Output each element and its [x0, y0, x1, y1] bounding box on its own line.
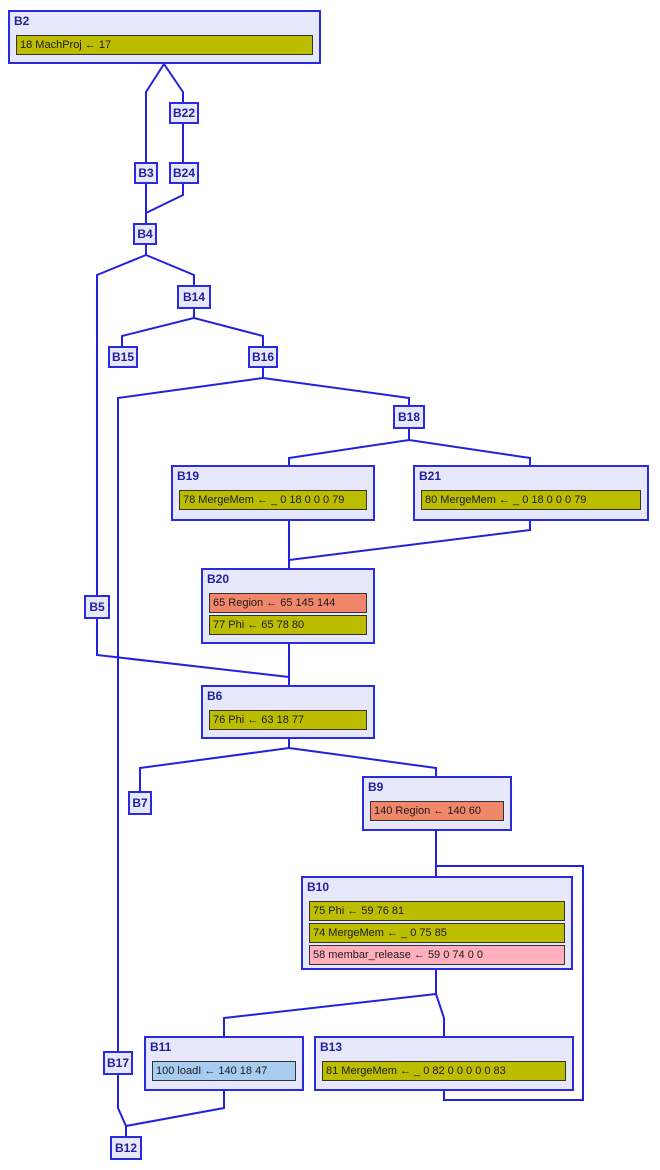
block-label: B10 [307, 880, 330, 894]
edge-b5-b6 [96, 619, 290, 685]
edge-b24-b4 [145, 184, 184, 223]
block-b12[interactable]: B12 [110, 1136, 142, 1160]
ir-node[interactable]: 76 Phi ← 63 18 77 [209, 710, 367, 730]
block-b5[interactable]: B5 [84, 595, 110, 619]
block-b6[interactable]: B6 76 Phi ← 63 18 77 [201, 685, 375, 739]
ir-node[interactable]: 140 Region ← 140 60 [370, 801, 504, 821]
block-b7[interactable]: B7 [128, 791, 152, 815]
ir-node[interactable]: 65 Region ← 65 145 144 [209, 593, 367, 613]
block-label: B22 [172, 106, 195, 120]
block-label: B18 [397, 410, 420, 424]
block-label: B20 [207, 572, 230, 586]
edge-b4-b5 [96, 245, 147, 595]
edge-b10-b11 [223, 970, 437, 1036]
block-label: B16 [251, 350, 274, 364]
block-b17[interactable]: B17 [103, 1051, 133, 1075]
edge-b14-b15 [121, 309, 195, 346]
ir-node[interactable]: 81 MergeMem ← _ 0 82 0 0 0 0 0 83 [322, 1061, 566, 1081]
block-label: B17 [106, 1056, 129, 1070]
ir-node[interactable]: 75 Phi ← 59 76 81 [309, 901, 565, 921]
block-b15[interactable]: B15 [108, 346, 138, 368]
edge-b18-b21 [408, 429, 531, 465]
ir-node[interactable]: 58 membar_release ← 59 0 74 0 0 [309, 945, 565, 965]
block-b19[interactable]: B19 78 MergeMem ← _ 0 18 0 0 0 79 [171, 465, 375, 521]
block-label: B3 [138, 166, 154, 180]
block-b18[interactable]: B18 [393, 405, 425, 429]
block-label: B24 [172, 166, 195, 180]
block-label: B12 [114, 1141, 137, 1155]
block-label: B2 [14, 14, 30, 28]
edge-b10-b13 [435, 970, 445, 1036]
block-label: B4 [137, 227, 153, 241]
edge-b18-b19 [288, 429, 410, 465]
block-b24[interactable]: B24 [169, 162, 199, 184]
edge-b4-b14 [145, 245, 195, 285]
ir-node[interactable]: 18 MachProj ← 17 [16, 35, 313, 55]
edge-b11-b12 [125, 1091, 225, 1136]
block-label: B9 [368, 780, 384, 794]
edge-b2-b3 [145, 63, 165, 162]
block-label: B7 [132, 796, 148, 810]
block-b4[interactable]: B4 [133, 223, 157, 245]
edge-b6-b7 [139, 739, 290, 791]
block-b9[interactable]: B9 140 Region ← 140 60 [362, 776, 512, 831]
block-label: B6 [207, 689, 223, 703]
block-label: B15 [111, 350, 134, 364]
edge-b2-b22 [163, 63, 184, 102]
edge-b16-b18 [262, 368, 410, 405]
edge-b13-b10 [436, 865, 584, 1101]
block-label: B13 [320, 1040, 343, 1054]
block-b3[interactable]: B3 [134, 162, 158, 184]
block-b11[interactable]: B11 100 loadI ← 140 18 47 [144, 1036, 304, 1091]
ir-node[interactable]: 100 loadI ← 140 18 47 [152, 1061, 296, 1081]
edge-b17-b12 [117, 1075, 127, 1136]
block-b13[interactable]: B13 81 MergeMem ← _ 0 82 0 0 0 0 0 83 [314, 1036, 574, 1091]
block-b21[interactable]: B21 80 MergeMem ← _ 0 18 0 0 0 79 [413, 465, 649, 521]
block-label: B5 [89, 600, 105, 614]
block-label: B11 [150, 1040, 172, 1054]
block-b2[interactable]: B2 18 MachProj ← 17 [8, 10, 321, 64]
block-b22[interactable]: B22 [169, 102, 199, 124]
ir-node[interactable]: 74 MergeMem ← _ 0 75 85 [309, 923, 565, 943]
ir-node[interactable]: 77 Phi ← 65 78 80 [209, 615, 367, 635]
block-b14[interactable]: B14 [177, 285, 211, 309]
edge-b6-b9 [288, 739, 437, 776]
block-b16[interactable]: B16 [248, 346, 278, 368]
edge-b21-b20 [288, 521, 531, 568]
block-label: B21 [419, 469, 442, 483]
edge-b14-b16 [193, 309, 264, 346]
ir-node[interactable]: 80 MergeMem ← _ 0 18 0 0 0 79 [421, 490, 641, 510]
block-label: B14 [182, 290, 205, 304]
ir-node[interactable]: 78 MergeMem ← _ 0 18 0 0 0 79 [179, 490, 367, 510]
block-label: B19 [177, 469, 200, 483]
